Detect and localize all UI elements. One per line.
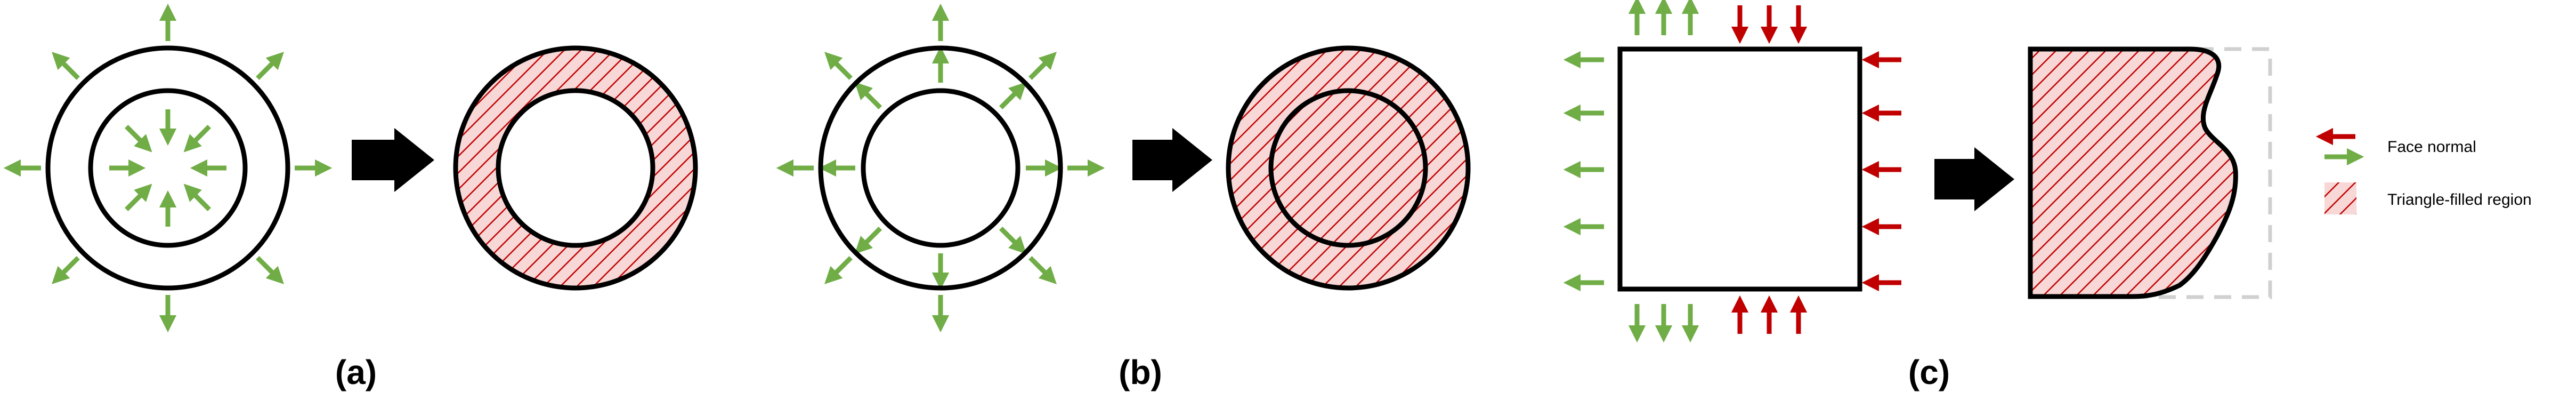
result-arrow-a [352,128,434,192]
legend-filled-region: Triangle-filled region [2387,191,2532,209]
normal-arrow-icon [183,183,211,211]
normal-arrow-icon [824,256,853,284]
normal-arrow-icon [854,82,882,110]
normal-arrow-icon [256,256,284,284]
panel-b: (b) [776,3,1471,391]
legend: Face normal Triangle-filled region [2315,127,2532,214]
panel-a: (a) [3,3,698,391]
normals-b [776,3,1105,333]
normal-arrow-icon [1028,52,1057,80]
normal-arrow-icon [1028,256,1057,284]
normal-arrow-icon [256,52,284,80]
normal-arrow-icon [52,52,80,80]
normal-arrow-icon [52,256,80,284]
result-arrow-c [1934,147,2014,211]
outer-circle-b [818,45,1063,291]
normals-c [1563,0,1901,343]
filled-ring-a [453,45,698,291]
outer-circle-a [45,45,290,291]
result-arrow-b [1132,128,1212,192]
normal-arrow-icon [125,183,152,211]
legend-face-normal: Face normal [2387,138,2476,156]
normals-a [3,3,333,333]
normal-arrow-icon [125,125,152,153]
legend-hatch-swatch [2324,182,2356,214]
square-c [1617,46,1862,292]
normal-arrow-icon [999,82,1027,110]
panel-label-a: (a) [335,353,377,391]
inner-circle-a [88,88,248,248]
normal-arrow-icon [854,226,882,254]
panel-label-c: (c) [1908,353,1950,391]
filled-region-c [2028,46,2238,299]
normal-arrow-icon [824,52,853,80]
panel-c: (c) [1563,0,2272,391]
normal-arrow-icon [999,226,1027,254]
inner-circle-b [861,88,1020,248]
panel-label-b: (b) [1119,353,1162,391]
normal-arrow-icon [183,125,211,153]
filled-disk-b [1226,45,1471,291]
inner-outline-b [1268,88,1428,248]
